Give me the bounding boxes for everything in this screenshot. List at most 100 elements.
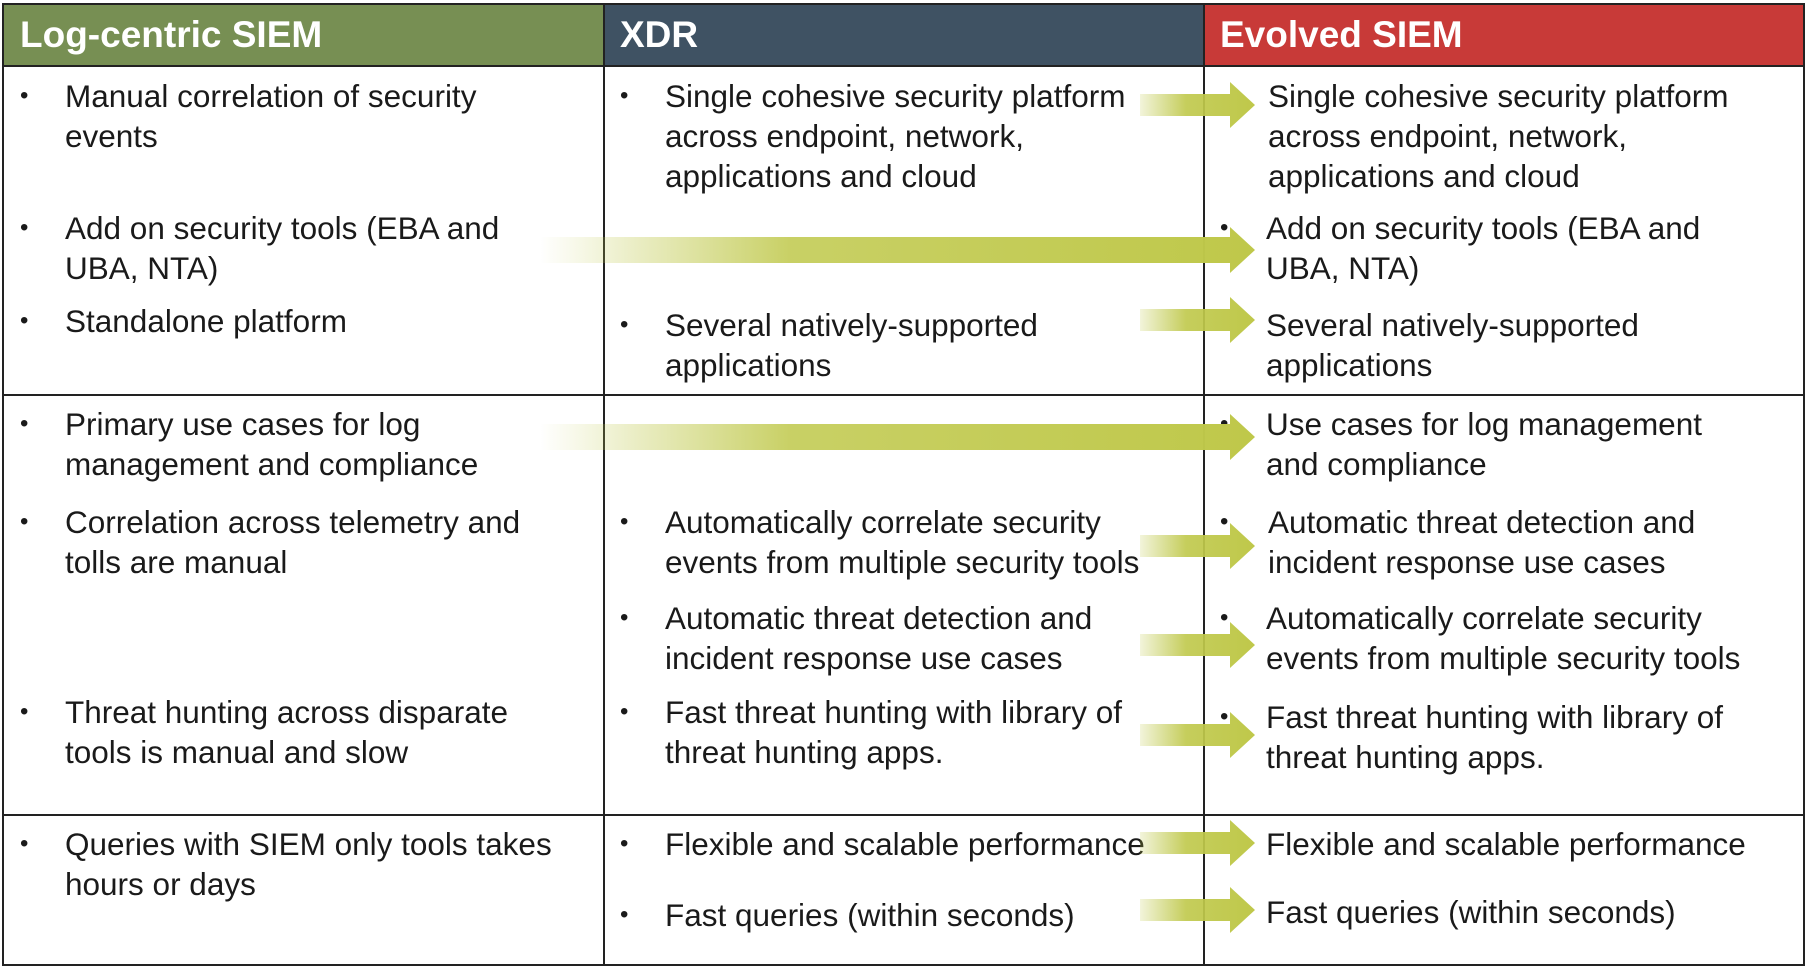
item-line: UBA, NTA) bbox=[1266, 250, 1420, 286]
xdr-bullet: • bbox=[620, 82, 629, 109]
log-centric-bullet: • bbox=[20, 82, 29, 109]
item-line: Correlation across telemetry and bbox=[65, 504, 521, 540]
evolved-item-single-platform: Single cohesive security platform across … bbox=[1268, 76, 1728, 196]
item-line: hours or days bbox=[65, 866, 256, 902]
xdr-item-auto-detection: Automatic threat detection and incident r… bbox=[665, 598, 1092, 678]
xdr-bullet: • bbox=[620, 698, 629, 725]
header-xdr: XDR bbox=[604, 4, 1204, 66]
grid-line-row2 bbox=[2, 814, 1805, 816]
xdr-item-fast-hunting: Fast threat hunting with library of threa… bbox=[665, 692, 1122, 772]
log-centric-item-manual-correlation: Manual correlation of security events bbox=[65, 76, 476, 156]
item-line: and compliance bbox=[1266, 446, 1487, 482]
xdr-item-fast-queries: Fast queries (within seconds) bbox=[665, 895, 1075, 935]
item-line: Standalone platform bbox=[65, 303, 347, 339]
evolved-bullet: • bbox=[1220, 410, 1229, 437]
grid-line-col1 bbox=[603, 4, 605, 966]
evolved-item-fast-hunting: Fast threat hunting with library of threa… bbox=[1266, 697, 1723, 777]
log-centric-item-standalone-platform: Standalone platform bbox=[65, 301, 347, 341]
item-line: Manual correlation of security bbox=[65, 78, 477, 114]
item-line: applications bbox=[665, 347, 832, 383]
item-line: Use cases for log management bbox=[1266, 406, 1702, 442]
xdr-item-single-platform: Single cohesive security platform across … bbox=[665, 76, 1125, 196]
arrow-native-apps bbox=[1140, 297, 1255, 343]
item-line: applications and cloud bbox=[665, 158, 977, 194]
item-line: Automatic threat detection and bbox=[1268, 504, 1696, 540]
log-centric-bullet: • bbox=[20, 214, 29, 241]
header-evolved-siem: Evolved SIEM bbox=[1204, 4, 1803, 66]
evolved-item-flexible-performance: Flexible and scalable performance bbox=[1266, 824, 1746, 864]
item-line: incident response use cases bbox=[665, 640, 1063, 676]
log-centric-item-queries-hours: Queries with SIEM only tools takes hours … bbox=[65, 824, 552, 904]
log-centric-bullet: • bbox=[20, 307, 29, 334]
item-line: threat hunting apps. bbox=[665, 734, 944, 770]
xdr-bullet: • bbox=[620, 901, 629, 928]
grid-line-header bbox=[2, 65, 1805, 67]
item-line: incident response use cases bbox=[1268, 544, 1666, 580]
item-line: Queries with SIEM only tools takes bbox=[65, 826, 552, 862]
item-line: management and compliance bbox=[65, 446, 479, 482]
xdr-bullet: • bbox=[620, 508, 629, 535]
log-centric-bullet: • bbox=[20, 410, 29, 437]
item-line: tolls are manual bbox=[65, 544, 288, 580]
grid-line-col2 bbox=[1203, 4, 1205, 966]
arrow-flexible-performance bbox=[1140, 820, 1255, 866]
item-line: events bbox=[65, 118, 158, 154]
item-line: events from multiple security tools bbox=[1266, 640, 1741, 676]
evolved-item-native-apps: Several natively-supported applications bbox=[1266, 305, 1639, 385]
grid-line-row1 bbox=[2, 394, 1805, 396]
item-line: Fast queries (within seconds) bbox=[1266, 894, 1676, 930]
item-line: Automatically correlate security bbox=[665, 504, 1101, 540]
evolved-bullet: • bbox=[1220, 604, 1229, 631]
xdr-bullet: • bbox=[620, 830, 629, 857]
item-line: Add on security tools (EBA and bbox=[65, 210, 500, 246]
item-line: applications bbox=[1266, 347, 1433, 383]
item-line: Add on security tools (EBA and bbox=[1266, 210, 1701, 246]
evolved-item-use-cases-log: Use cases for log management and complian… bbox=[1266, 404, 1702, 484]
evolved-bullet: • bbox=[1220, 214, 1229, 241]
item-line: Flexible and scalable performance bbox=[665, 826, 1145, 862]
log-centric-item-threat-hunting-manual: Threat hunting across disparate tools is … bbox=[65, 692, 508, 772]
item-line: Several natively-supported bbox=[1266, 307, 1639, 343]
arrow-use-cases-log bbox=[540, 414, 1255, 460]
item-line: across endpoint, network, bbox=[1268, 118, 1627, 154]
arrow-fast-hunting bbox=[1140, 712, 1255, 758]
item-line: Single cohesive security platform bbox=[1268, 78, 1729, 114]
log-centric-bullet: • bbox=[20, 698, 29, 725]
item-line: Automatic threat detection and bbox=[665, 600, 1093, 636]
item-line: across endpoint, network, bbox=[665, 118, 1024, 154]
xdr-bullet: • bbox=[620, 311, 629, 338]
item-line: Automatically correlate security bbox=[1266, 600, 1702, 636]
arrow-auto-detection bbox=[1140, 622, 1255, 668]
item-line: threat hunting apps. bbox=[1266, 739, 1545, 775]
item-line: Fast queries (within seconds) bbox=[665, 897, 1075, 933]
grid-line-right bbox=[1803, 4, 1805, 966]
xdr-item-auto-correlate: Automatically correlate security events f… bbox=[665, 502, 1139, 582]
grid-line-left bbox=[2, 4, 4, 966]
log-centric-bullet: • bbox=[20, 508, 29, 535]
evolved-bullet: • bbox=[1220, 508, 1229, 535]
log-centric-item-primary-use-cases: Primary use cases for log management and … bbox=[65, 404, 478, 484]
evolved-item-auto-detection: Automatic threat detection and incident r… bbox=[1268, 502, 1695, 582]
item-line: Flexible and scalable performance bbox=[1266, 826, 1746, 862]
item-line: applications and cloud bbox=[1268, 158, 1580, 194]
header-log-centric-siem: Log-centric SIEM bbox=[4, 4, 604, 66]
item-line: Threat hunting across disparate bbox=[65, 694, 508, 730]
item-line: Single cohesive security platform bbox=[665, 78, 1126, 114]
arrow-single-platform bbox=[1140, 82, 1255, 128]
item-line: events from multiple security tools bbox=[665, 544, 1140, 580]
log-centric-bullet: • bbox=[20, 830, 29, 857]
item-line: tools is manual and slow bbox=[65, 734, 409, 770]
arrow-fast-queries bbox=[1140, 887, 1255, 933]
item-line: Fast threat hunting with library of bbox=[665, 694, 1122, 730]
grid-line-bottom bbox=[2, 964, 1805, 966]
evolved-bullet: • bbox=[1220, 703, 1229, 730]
evolved-item-fast-queries: Fast queries (within seconds) bbox=[1266, 892, 1676, 932]
item-line: Fast threat hunting with library of bbox=[1266, 699, 1723, 735]
arrow-add-on-tools bbox=[540, 227, 1255, 273]
item-line: Primary use cases for log bbox=[65, 406, 421, 442]
grid-line-top bbox=[2, 3, 1805, 5]
item-line: UBA, NTA) bbox=[65, 250, 219, 286]
